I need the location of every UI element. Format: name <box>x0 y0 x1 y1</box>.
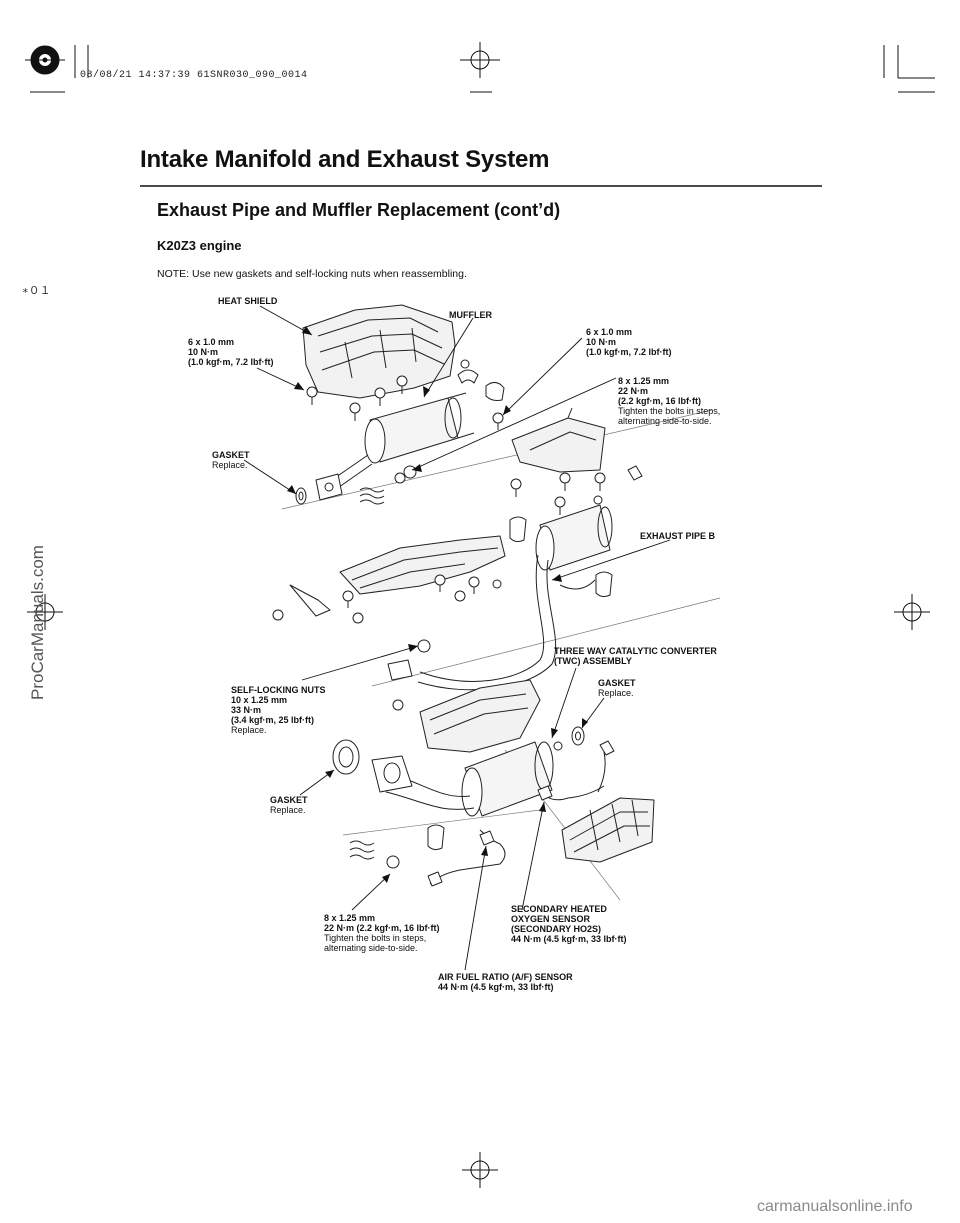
bolt-icon <box>306 375 408 421</box>
callout-gasket-upper: GASKET Replace. <box>212 450 250 470</box>
gasket-icon <box>332 739 360 775</box>
twc-assembly <box>371 741 605 885</box>
side-watermark: ProCarManuals.com <box>28 545 47 700</box>
margin-reference: ∗０１ <box>22 286 51 298</box>
callout-bolt-right-torque: 6 x 1.0 mm 10 N·m (1.0 kgf·m, 7.2 lbf·ft… <box>586 327 672 357</box>
crosshair-icon <box>27 594 63 630</box>
crosshair-icon <box>460 42 500 78</box>
callout-gasket-right: GASKET Replace. <box>598 678 636 698</box>
muffler <box>315 392 475 501</box>
print-stamp: 08/08/21 14:37:39 61SNR030_090_0014 <box>80 70 308 81</box>
callout-bolt-lower-steps: 8 x 1.25 mm 22 N·m (2.2 kgf·m, 16 lbf·ft… <box>324 913 440 953</box>
af-sensor-icon <box>427 830 495 887</box>
page-title: Intake Manifold and Exhaust System <box>140 146 550 173</box>
callout-secondary-ho2s: SECONDARY HEATED OXYGEN SENSOR (SECONDAR… <box>511 904 627 944</box>
gasket-icon <box>295 487 307 505</box>
callout-muffler: MUFFLER <box>449 310 492 320</box>
section-title: Exhaust Pipe and Muffler Replacement (co… <box>157 200 561 220</box>
callout-exhaust-pipe-b: EXHAUST PIPE B <box>640 531 716 541</box>
engine-label: K20Z3 engine <box>157 238 242 253</box>
heat-shield-bracket <box>511 407 606 473</box>
registration-target-icon <box>25 45 65 75</box>
bolt-icon <box>272 574 502 653</box>
callout-gasket-lower: GASKET Replace. <box>270 795 308 815</box>
crosshair-icon <box>894 594 930 630</box>
twc-heat-shield <box>392 679 541 753</box>
callout-self-locking-nuts: SELF-LOCKING NUTS 10 x 1.25 mm 33 N·m (3… <box>231 685 326 735</box>
oxygen-sensor-icon <box>537 740 615 801</box>
gasket-icon <box>571 726 585 746</box>
callout-bolt-upper-steps: 8 x 1.25 mm 22 N·m (2.2 kgf·m, 16 lbf·ft… <box>618 376 721 426</box>
twc-lower-heat-shield <box>561 797 655 863</box>
heat-shield-upper <box>302 304 456 399</box>
callout-af-sensor: AIR FUEL RATIO (A/F) SENSOR 44 N·m (4.5 … <box>438 972 573 992</box>
callout-twc-assembly: THREE WAY CATALYTIC CONVERTER (TWC) ASSE… <box>554 646 717 666</box>
callout-heat-shield: HEAT SHIELD <box>218 296 278 306</box>
heat-shield-middle <box>289 535 506 617</box>
bolt-icon <box>510 465 643 515</box>
reassembly-note: NOTE: Use new gaskets and self-locking n… <box>157 268 467 280</box>
callout-bolt-left-torque: 6 x 1.0 mm 10 N·m (1.0 kgf·m, 7.2 lbf·ft… <box>188 337 274 367</box>
hanger-rubber <box>427 824 445 851</box>
crosshair-icon <box>462 1152 498 1188</box>
hanger-rubber <box>457 359 505 430</box>
spring-icon <box>359 465 417 505</box>
footer-watermark: carmanualsonline.info <box>757 1198 913 1215</box>
exhaust-pipe-b <box>387 504 613 691</box>
spring-icon <box>349 840 400 869</box>
